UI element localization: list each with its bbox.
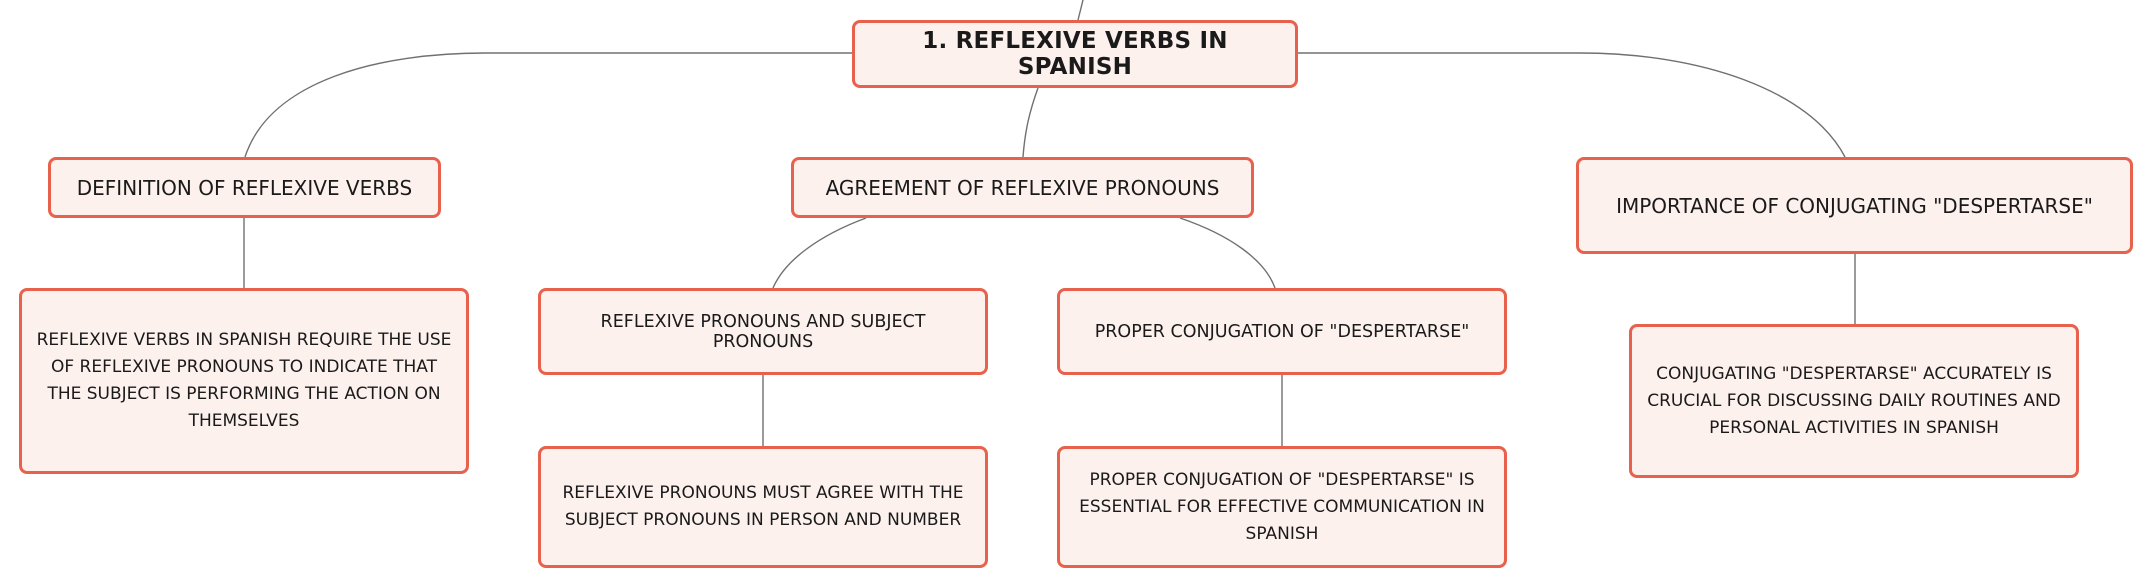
importance-detail-text: CONJUGATING "DESPERTARSE" ACCURATELY IS …: [1647, 363, 2061, 438]
pronouns-detail-text: REFLEXIVE PRONOUNS MUST AGREE WITH THE S…: [562, 483, 964, 530]
root-node[interactable]: 1. REFLEXIVE VERBS IN SPANISH: [852, 20, 1298, 88]
importance-detail-node[interactable]: CONJUGATING "DESPERTARSE" ACCURATELY IS …: [1629, 324, 2079, 478]
importance-node[interactable]: IMPORTANCE OF CONJUGATING "DESPERTARSE": [1576, 157, 2133, 254]
connector-agreement-to-pronouns: [772, 217, 867, 289]
conjugation-detail-node[interactable]: PROPER CONJUGATION OF "DESPERTARSE" IS E…: [1057, 446, 1507, 568]
pronouns-node-label: REFLEXIVE PRONOUNS AND SUBJECT PRONOUNS: [600, 311, 926, 352]
agreement-node[interactable]: AGREEMENT OF REFLEXIVE PRONOUNS: [791, 157, 1254, 218]
importance-node-label: IMPORTANCE OF CONJUGATING "DESPERTARSE": [1616, 193, 2093, 218]
root-node-label: 1. REFLEXIVE VERBS IN SPANISH: [922, 28, 1228, 80]
connector-root-to-definition: [244, 52, 852, 158]
agreement-node-label: AGREEMENT OF REFLEXIVE PRONOUNS: [825, 175, 1220, 200]
definition-node[interactable]: DEFINITION OF REFLEXIVE VERBS: [48, 157, 441, 218]
conjugation-node-label: PROPER CONJUGATION OF "DESPERTARSE": [1094, 321, 1470, 342]
definition-detail-node[interactable]: REFLEXIVE VERBS IN SPANISH REQUIRE THE U…: [19, 288, 469, 474]
conjugation-node[interactable]: PROPER CONJUGATION OF "DESPERTARSE": [1057, 288, 1507, 375]
connector-root-to-importance: [1298, 52, 1846, 158]
connector-agreement-to-conjugation: [1179, 217, 1276, 289]
conjugation-detail-text: PROPER CONJUGATION OF "DESPERTARSE" IS E…: [1079, 469, 1485, 544]
pronouns-node[interactable]: REFLEXIVE PRONOUNS AND SUBJECT PRONOUNS: [538, 288, 988, 375]
connector-root-to-agreement: [1022, 87, 1039, 158]
connector-parent-to-root: [1077, 0, 1084, 21]
definition-node-label: DEFINITION OF REFLEXIVE VERBS: [76, 175, 413, 200]
pronouns-detail-node[interactable]: REFLEXIVE PRONOUNS MUST AGREE WITH THE S…: [538, 446, 988, 568]
definition-detail-text: REFLEXIVE VERBS IN SPANISH REQUIRE THE U…: [36, 330, 452, 431]
